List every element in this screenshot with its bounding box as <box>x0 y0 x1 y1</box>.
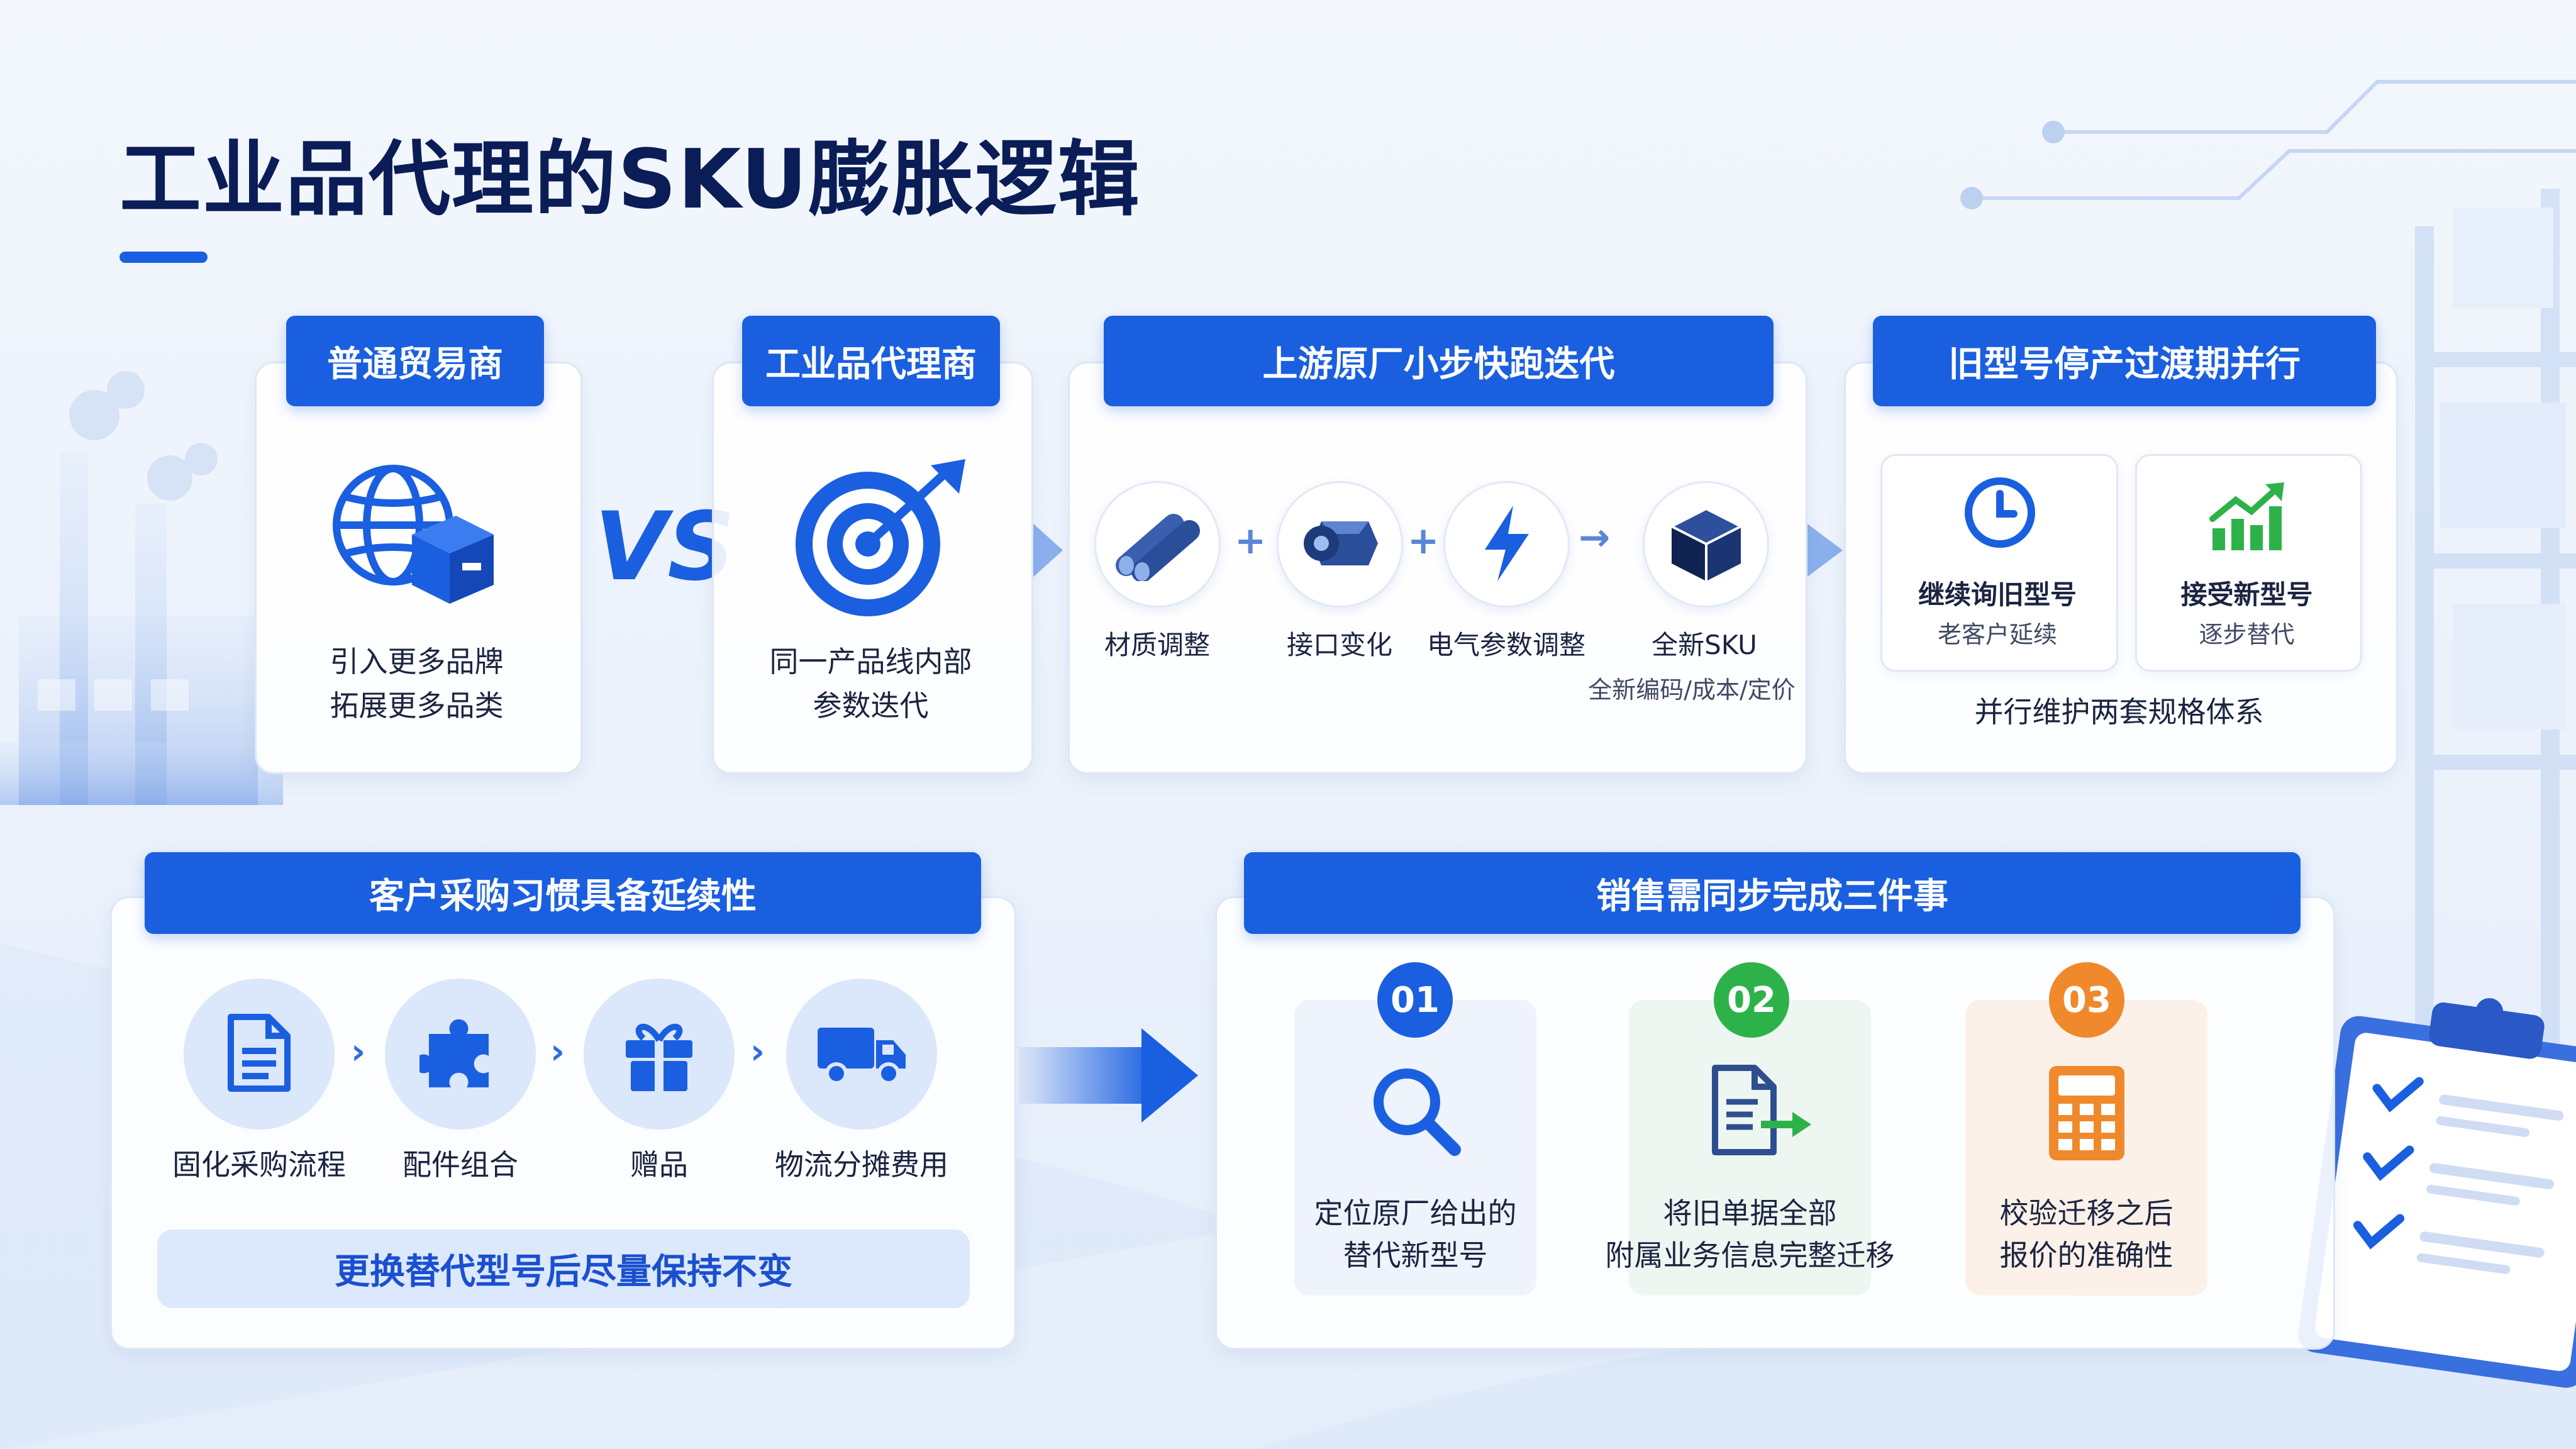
chevron-right-icon: › <box>351 1031 366 1072</box>
calculator-icon <box>2046 1063 2128 1163</box>
chevron-right-icon: › <box>550 1031 565 1072</box>
sales-task-2-line-1: 将旧单据全部 <box>1663 1196 1837 1230</box>
parallel-card-old-title: 继续询旧型号 <box>1918 579 2077 610</box>
plus-operator: + <box>1407 519 1440 563</box>
arrow-operator: → <box>1579 516 1611 560</box>
iteration-label-new-sku: 全新SKU <box>1652 630 1757 660</box>
iteration-item-new-sku <box>1643 481 1769 608</box>
panel-habits-header: 客户采购习惯具备延续性 <box>145 852 981 934</box>
parallel-card-new-title: 接受新型号 <box>2180 579 2313 610</box>
document-transfer-icon <box>1707 1063 1814 1157</box>
sales-task-3-badge: 03 <box>2049 962 2124 1038</box>
truck-icon <box>814 1018 909 1090</box>
habit-label-logistics: 物流分摊费用 <box>775 1148 948 1182</box>
puzzle-icon <box>414 1012 501 1096</box>
cube-icon <box>1665 502 1747 587</box>
sales-task-3-line-2: 报价的准确性 <box>1999 1238 2174 1272</box>
target-arrow-icon <box>789 453 972 623</box>
sales-task-2-badge: 02 <box>1714 962 1789 1038</box>
habit-label-gift: 赠品 <box>630 1148 688 1182</box>
lightning-icon <box>1475 502 1538 587</box>
plus-operator: + <box>1235 519 1267 563</box>
habit-step-gift <box>584 979 735 1130</box>
sales-task-1-line-1: 定位原厂给出的 <box>1314 1196 1517 1230</box>
new-sku-note: 全新编码/成本/定价 <box>1588 676 1796 704</box>
panel-trader-header: 普通贸易商 <box>286 316 544 406</box>
parallel-footer: 并行维护两套规格体系 <box>1974 695 2264 729</box>
habit-label-process: 固化采购流程 <box>172 1148 346 1182</box>
panel-sales-header: 销售需同步完成三件事 <box>1244 852 2301 934</box>
parallel-card-old-sub: 老客户延续 <box>1937 621 2057 648</box>
iteration-item-interface <box>1277 481 1403 608</box>
iteration-item-material <box>1094 481 1221 608</box>
pipes-icon <box>1114 506 1202 584</box>
panel-agent-header: 工业品代理商 <box>742 316 1000 406</box>
panel-trader-line-1: 引入更多品牌 <box>330 645 504 679</box>
panel-trader-line-2: 拓展更多品类 <box>330 689 504 723</box>
habits-note: 更换替代型号后尽量保持不变 <box>157 1230 970 1308</box>
connector-icon <box>1296 506 1384 584</box>
big-flow-arrow <box>1019 1028 1198 1123</box>
panel-parallel-header: 旧型号停产过渡期并行 <box>1873 316 2376 406</box>
iteration-label-interface: 接口变化 <box>1286 630 1392 660</box>
factory-illustration <box>0 453 283 805</box>
habit-step-logistics <box>786 979 937 1130</box>
panel-agent-line-1: 同一产品线内部 <box>769 645 972 679</box>
iteration-label-electric: 电气参数调整 <box>1426 630 1585 660</box>
gift-icon <box>618 1012 700 1096</box>
clock-icon <box>1962 475 2038 550</box>
parallel-card-new <box>2135 454 2362 672</box>
growth-chart-icon <box>2207 481 2286 553</box>
clipboard-illustration <box>2298 998 2576 1388</box>
title-underline <box>119 252 208 263</box>
sales-task-3-line-1: 校验迁移之后 <box>1999 1196 2174 1230</box>
parallel-card-new-sub: 逐步替代 <box>2199 621 2295 648</box>
habit-step-process <box>184 979 335 1130</box>
chevron-right-icon: › <box>750 1031 765 1072</box>
arrow-connector <box>1805 522 1843 579</box>
habit-label-accessory: 配件组合 <box>402 1148 518 1182</box>
sales-task-1-card <box>1294 1000 1536 1296</box>
arrow-connector <box>1031 522 1063 579</box>
panel-iteration-header: 上游原厂小步快跑迭代 <box>1104 316 1774 406</box>
document-icon <box>225 1012 294 1096</box>
iteration-item-electric <box>1443 481 1570 608</box>
globe-box-icon <box>327 459 503 610</box>
iteration-label-material: 材质调整 <box>1104 630 1210 660</box>
sales-task-1-line-2: 替代新型号 <box>1343 1238 1488 1272</box>
search-icon <box>1368 1063 1462 1157</box>
sales-task-2-line-2: 附属业务信息完整迁移 <box>1605 1238 1895 1272</box>
page-title: 工业品代理的SKU膨胀逻辑 <box>119 131 1141 227</box>
sales-task-1-badge: 01 <box>1377 962 1453 1038</box>
sales-task-2-card <box>1629 1000 1871 1296</box>
habit-step-accessory <box>385 979 536 1130</box>
panel-agent-line-2: 参数迭代 <box>813 689 929 723</box>
vs-label: VS <box>594 492 736 602</box>
